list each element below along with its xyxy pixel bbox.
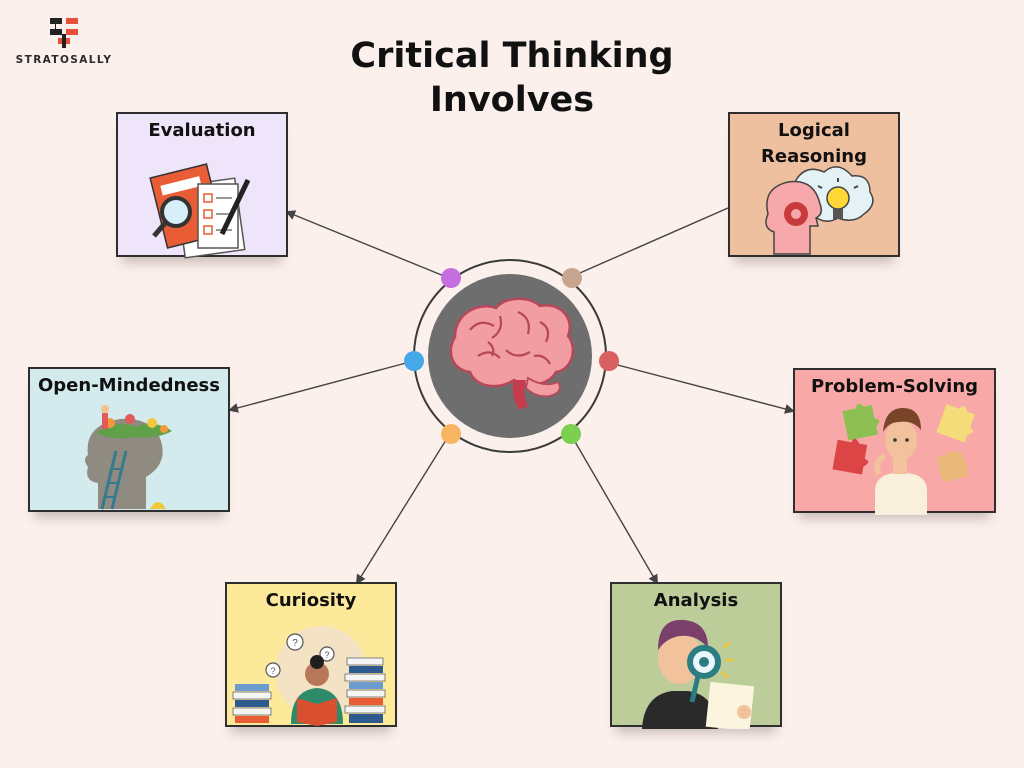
card-label-logical-reasoning-line-1: Logical xyxy=(778,120,850,141)
head-ladder-plant-icon xyxy=(85,405,172,510)
card-problem-solving: Problem-Solving xyxy=(793,368,996,515)
connector-curiosity xyxy=(355,439,447,585)
brain-icon xyxy=(449,297,575,410)
stratosally-logo-icon xyxy=(50,18,78,48)
reader-books-icon: ? ? ? xyxy=(232,626,386,726)
card-label-evaluation: Evaluation xyxy=(148,120,256,141)
svg-text:?: ? xyxy=(270,666,275,676)
svg-text:?: ? xyxy=(292,638,298,649)
page-title: Critical Thinking Involves xyxy=(312,34,712,122)
dot-curiosity xyxy=(441,424,461,444)
connector-logical-reasoning xyxy=(572,207,729,277)
card-label-problem-solving: Problem-Solving xyxy=(810,376,979,397)
card-analysis: Analysis xyxy=(610,582,782,729)
dot-analysis xyxy=(561,424,581,444)
card-open-mindedness: Open-Mindedness xyxy=(28,367,230,512)
connector-open-mindedness xyxy=(228,362,407,413)
dot-evaluation xyxy=(441,268,461,288)
person-puzzle-icon xyxy=(832,403,975,515)
card-label-analysis: Analysis xyxy=(653,590,739,611)
svg-text:?: ? xyxy=(324,650,329,660)
card-curiosity: ? ? ? Curiosity xyxy=(225,582,397,727)
head-lightbulb-icon xyxy=(765,166,874,255)
person-magnifier-icon xyxy=(642,619,755,729)
title-line-2: Involves xyxy=(429,80,595,120)
connector-analysis xyxy=(573,439,659,585)
brand-logo: STRATOSALLY xyxy=(14,14,114,66)
card-label-logical-reasoning-line-2: Reasoning xyxy=(761,146,867,167)
connector-evaluation xyxy=(285,210,445,277)
title-line-1: Critical Thinking xyxy=(350,36,674,76)
card-evaluation: Evaluation xyxy=(116,112,288,259)
clipboard-magnifier-icon xyxy=(149,163,251,259)
card-label-open-mindedness: Open-Mindedness xyxy=(37,375,220,396)
dot-open-mindedness xyxy=(404,351,424,371)
card-label-curiosity: Curiosity xyxy=(265,590,357,611)
dot-problem-solving xyxy=(599,351,619,371)
card-logical-reasoning: Logical Reasoning xyxy=(728,112,900,257)
brand-name: STRATOSALLY xyxy=(15,54,113,66)
card-label-logical-reasoning: Logical Reasoning xyxy=(730,118,898,170)
connector-problem-solving xyxy=(609,362,795,414)
dot-logical-reasoning xyxy=(562,268,582,288)
